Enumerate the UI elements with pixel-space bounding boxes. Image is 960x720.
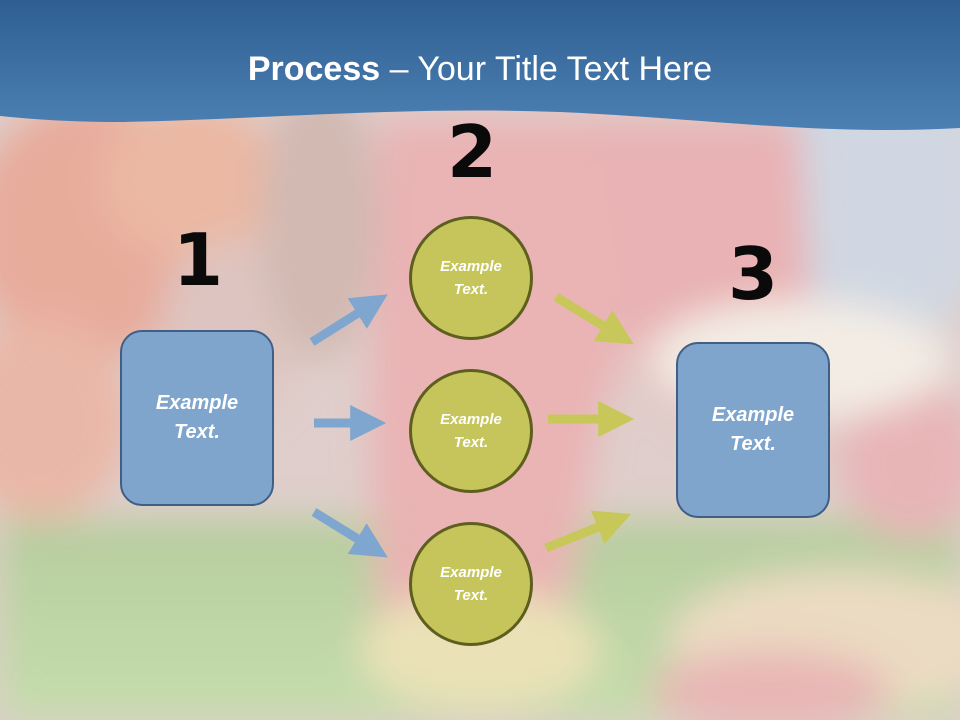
step-number-3: 3: [727, 232, 779, 316]
step-2-circle-2: Example Text.: [409, 369, 533, 493]
step-3-box: Example Text.: [676, 342, 830, 518]
circle-2-label: Example Text.: [440, 410, 502, 451]
step-2-circle-1: Example Text.: [409, 216, 533, 340]
title-bold: Process: [247, 50, 381, 88]
step-number-2: 2: [446, 110, 498, 194]
header-band: [0, 0, 960, 131]
step-3-label: Example Text.: [711, 404, 795, 455]
step-1-box: Example Text.: [120, 330, 274, 506]
page-title: Process – Your Title Text Here: [0, 50, 960, 89]
circle-3-label: Example Text.: [440, 563, 502, 604]
circle-1-label: Example Text.: [440, 257, 502, 298]
title-rest: – Your Title Text Here: [380, 50, 713, 88]
step-1-label: Example Text.: [155, 392, 239, 443]
step-number-1: 1: [172, 218, 224, 302]
step-2-circle-3: Example Text.: [409, 522, 533, 646]
